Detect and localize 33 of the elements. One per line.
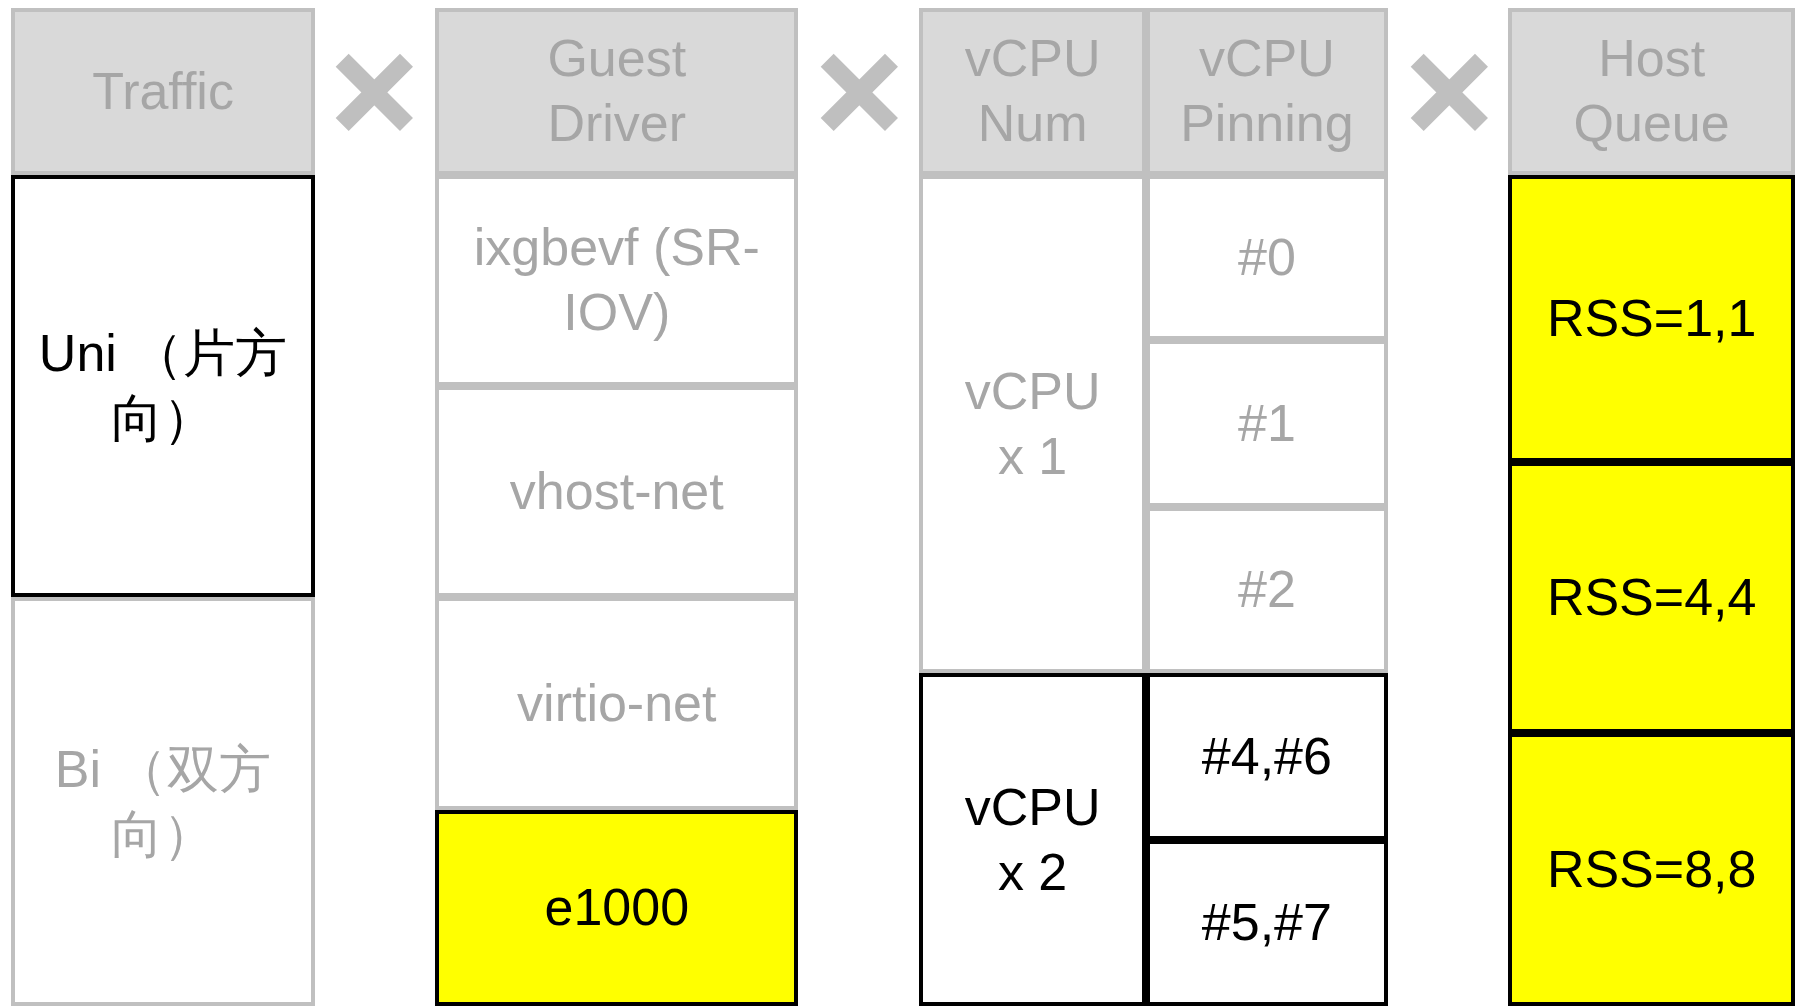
- cell-text: vCPU x 2: [963, 776, 1102, 903]
- selected-option-cell: [918, 673, 1147, 1006]
- cell-text: e1000: [544, 877, 690, 939]
- cell-text: #0: [1237, 226, 1296, 288]
- cell-text: #4,#6: [1201, 725, 1332, 787]
- header-cell: [435, 8, 799, 175]
- option-cell: [435, 174, 799, 386]
- cell-text: vCPU x 1: [963, 360, 1102, 487]
- header-cell: [11, 8, 315, 175]
- highlighted-option-cell: [1508, 461, 1796, 733]
- cell-text: RSS=8,8: [1546, 838, 1757, 900]
- cell-text: Bi （双方向）: [53, 738, 273, 865]
- cell-text: vhost-net: [509, 461, 724, 523]
- highlighted-option-cell: [1508, 174, 1796, 462]
- cell-text: Uni （片方向）: [37, 322, 289, 449]
- option-cell: [918, 174, 1147, 674]
- header-cell: [918, 8, 1147, 175]
- option-cell: [11, 597, 315, 1006]
- header-cell: [1508, 8, 1796, 175]
- cell-text: #5,#7: [1201, 892, 1332, 954]
- cell-text: ixgbevf (SR-IOV): [472, 217, 761, 344]
- option-cell: [1146, 506, 1388, 674]
- cell-text: virtio-net: [517, 673, 717, 734]
- cell-text: RSS=4,4: [1546, 566, 1757, 628]
- cell-text: #1: [1237, 392, 1296, 454]
- cell-text: #2: [1237, 559, 1296, 621]
- option-cell: [435, 597, 799, 810]
- option-cell: [435, 385, 799, 598]
- highlighted-option-cell: [435, 809, 799, 1006]
- selected-option-cell: [11, 174, 315, 598]
- selected-option-cell: [1146, 839, 1388, 1006]
- cell-text: RSS=1,1: [1546, 287, 1757, 349]
- highlighted-option-cell: [1508, 732, 1796, 1006]
